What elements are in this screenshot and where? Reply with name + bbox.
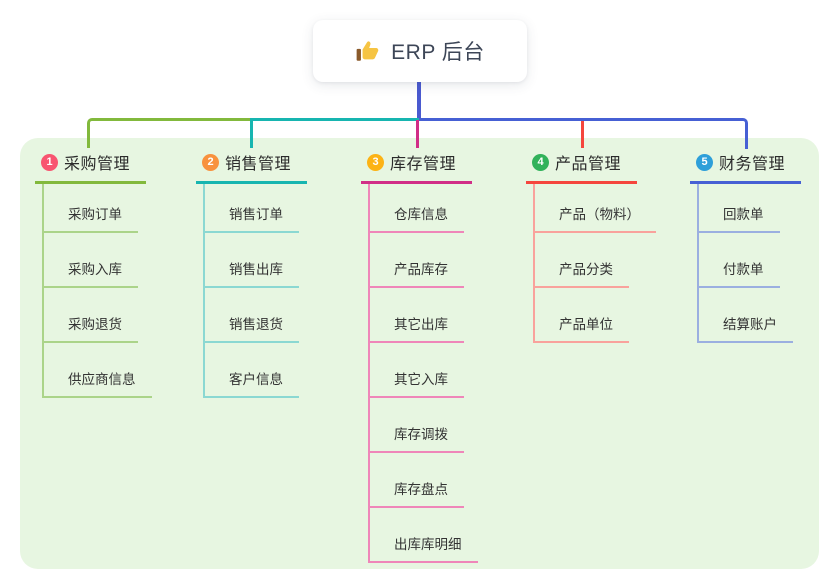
child-node[interactable]: 产品分类 [535, 233, 656, 288]
connector-branch-1 [87, 118, 250, 148]
child-node[interactable]: 采购退货 [44, 288, 152, 343]
child-label: 库存调拨 [370, 423, 464, 453]
child-label: 其它出库 [370, 313, 464, 343]
child-label: 其它入库 [370, 368, 464, 398]
branch-children: 回款单付款单结算账户 [697, 184, 801, 343]
child-node[interactable]: 其它入库 [370, 343, 478, 398]
child-node[interactable]: 产品单位 [535, 288, 656, 343]
branch-node[interactable]: 3 库存管理 [361, 150, 473, 184]
child-label: 回款单 [699, 203, 780, 233]
branch-node[interactable]: 4 产品管理 [526, 150, 638, 184]
connector-root-drop [417, 82, 421, 121]
child-node[interactable]: 销售退货 [205, 288, 307, 343]
branch-column: 3 库存管理 仓库信息产品库存其它出库其它入库库存调拨库存盘点出库库明细 [361, 150, 478, 563]
child-node[interactable]: 库存盘点 [370, 453, 478, 508]
child-label: 仓库信息 [370, 203, 464, 233]
branch-number-badge: 4 [532, 153, 549, 171]
connector-branch-2 [250, 118, 419, 148]
branch-number-badge: 2 [202, 153, 219, 171]
child-label: 产品分类 [535, 258, 629, 288]
child-label: 采购退货 [44, 313, 138, 343]
branch-number-badge: 5 [696, 153, 713, 171]
child-label: 产品单位 [535, 313, 629, 343]
thumbs-up-icon [355, 38, 381, 64]
child-node[interactable]: 仓库信息 [370, 184, 478, 233]
child-label: 出库库明细 [370, 533, 478, 563]
branch-node[interactable]: 1 采购管理 [35, 150, 147, 184]
branch-title-label: 销售管理 [225, 156, 292, 173]
branch-number-badge: 1 [41, 153, 58, 171]
branch-column: 5 财务管理 回款单付款单结算账户 [690, 150, 802, 343]
branch-number-badge: 3 [367, 153, 384, 171]
child-label: 销售出库 [205, 258, 299, 288]
child-node[interactable]: 结算账户 [699, 288, 801, 343]
branch-column: 1 采购管理 采购订单采购入库采购退货供应商信息 [35, 150, 152, 398]
child-node[interactable]: 库存调拨 [370, 398, 478, 453]
branch-node[interactable]: 2 销售管理 [196, 150, 308, 184]
child-label: 供应商信息 [44, 368, 152, 398]
branch-children: 产品（物料） 产品分类产品单位 [533, 184, 656, 343]
connector-branch-5 [419, 118, 748, 149]
child-label: 客户信息 [205, 368, 299, 398]
child-label: 销售退货 [205, 313, 299, 343]
child-node[interactable]: 销售订单 [205, 184, 307, 233]
branch-children: 销售订单销售出库销售退货客户信息 [203, 184, 307, 398]
child-label: 采购订单 [44, 203, 138, 233]
branch-children: 采购订单采购入库采购退货供应商信息 [42, 184, 152, 398]
branch-title-label: 财务管理 [719, 156, 786, 173]
child-label: 产品库存 [370, 258, 464, 288]
child-label: 销售订单 [205, 203, 299, 233]
root-node[interactable]: ERP 后台 [313, 20, 527, 82]
branch-title-label: 采购管理 [64, 156, 131, 173]
child-node[interactable]: 付款单 [699, 233, 801, 288]
branch-children: 仓库信息产品库存其它出库其它入库库存调拨库存盘点出库库明细 [368, 184, 478, 563]
child-label: 库存盘点 [370, 478, 464, 508]
child-node[interactable]: 销售出库 [205, 233, 307, 288]
child-label: 结算账户 [699, 313, 793, 343]
branch-column: 4 产品管理 产品（物料） 产品分类产品单位 [526, 150, 656, 343]
connector-branch-3 [416, 120, 419, 148]
connector-branch-4 [581, 121, 584, 148]
child-node[interactable]: 其它出库 [370, 288, 478, 343]
child-node[interactable]: 供应商信息 [44, 343, 152, 398]
child-label: 产品（物料） [535, 203, 656, 233]
child-node[interactable]: 采购入库 [44, 233, 152, 288]
branch-title-label: 库存管理 [390, 156, 457, 173]
child-node[interactable]: 回款单 [699, 184, 801, 233]
root-title: ERP 后台 [391, 41, 485, 64]
child-node[interactable]: 产品（物料） [535, 184, 656, 233]
child-node[interactable]: 客户信息 [205, 343, 307, 398]
branch-column: 2 销售管理 销售订单销售出库销售退货客户信息 [196, 150, 308, 398]
child-node[interactable]: 出库库明细 [370, 508, 478, 563]
child-node[interactable]: 采购订单 [44, 184, 152, 233]
child-node[interactable]: 产品库存 [370, 233, 478, 288]
child-label: 采购入库 [44, 258, 138, 288]
branch-node[interactable]: 5 财务管理 [690, 150, 802, 184]
branch-title-label: 产品管理 [555, 156, 622, 173]
child-label: 付款单 [699, 258, 780, 288]
